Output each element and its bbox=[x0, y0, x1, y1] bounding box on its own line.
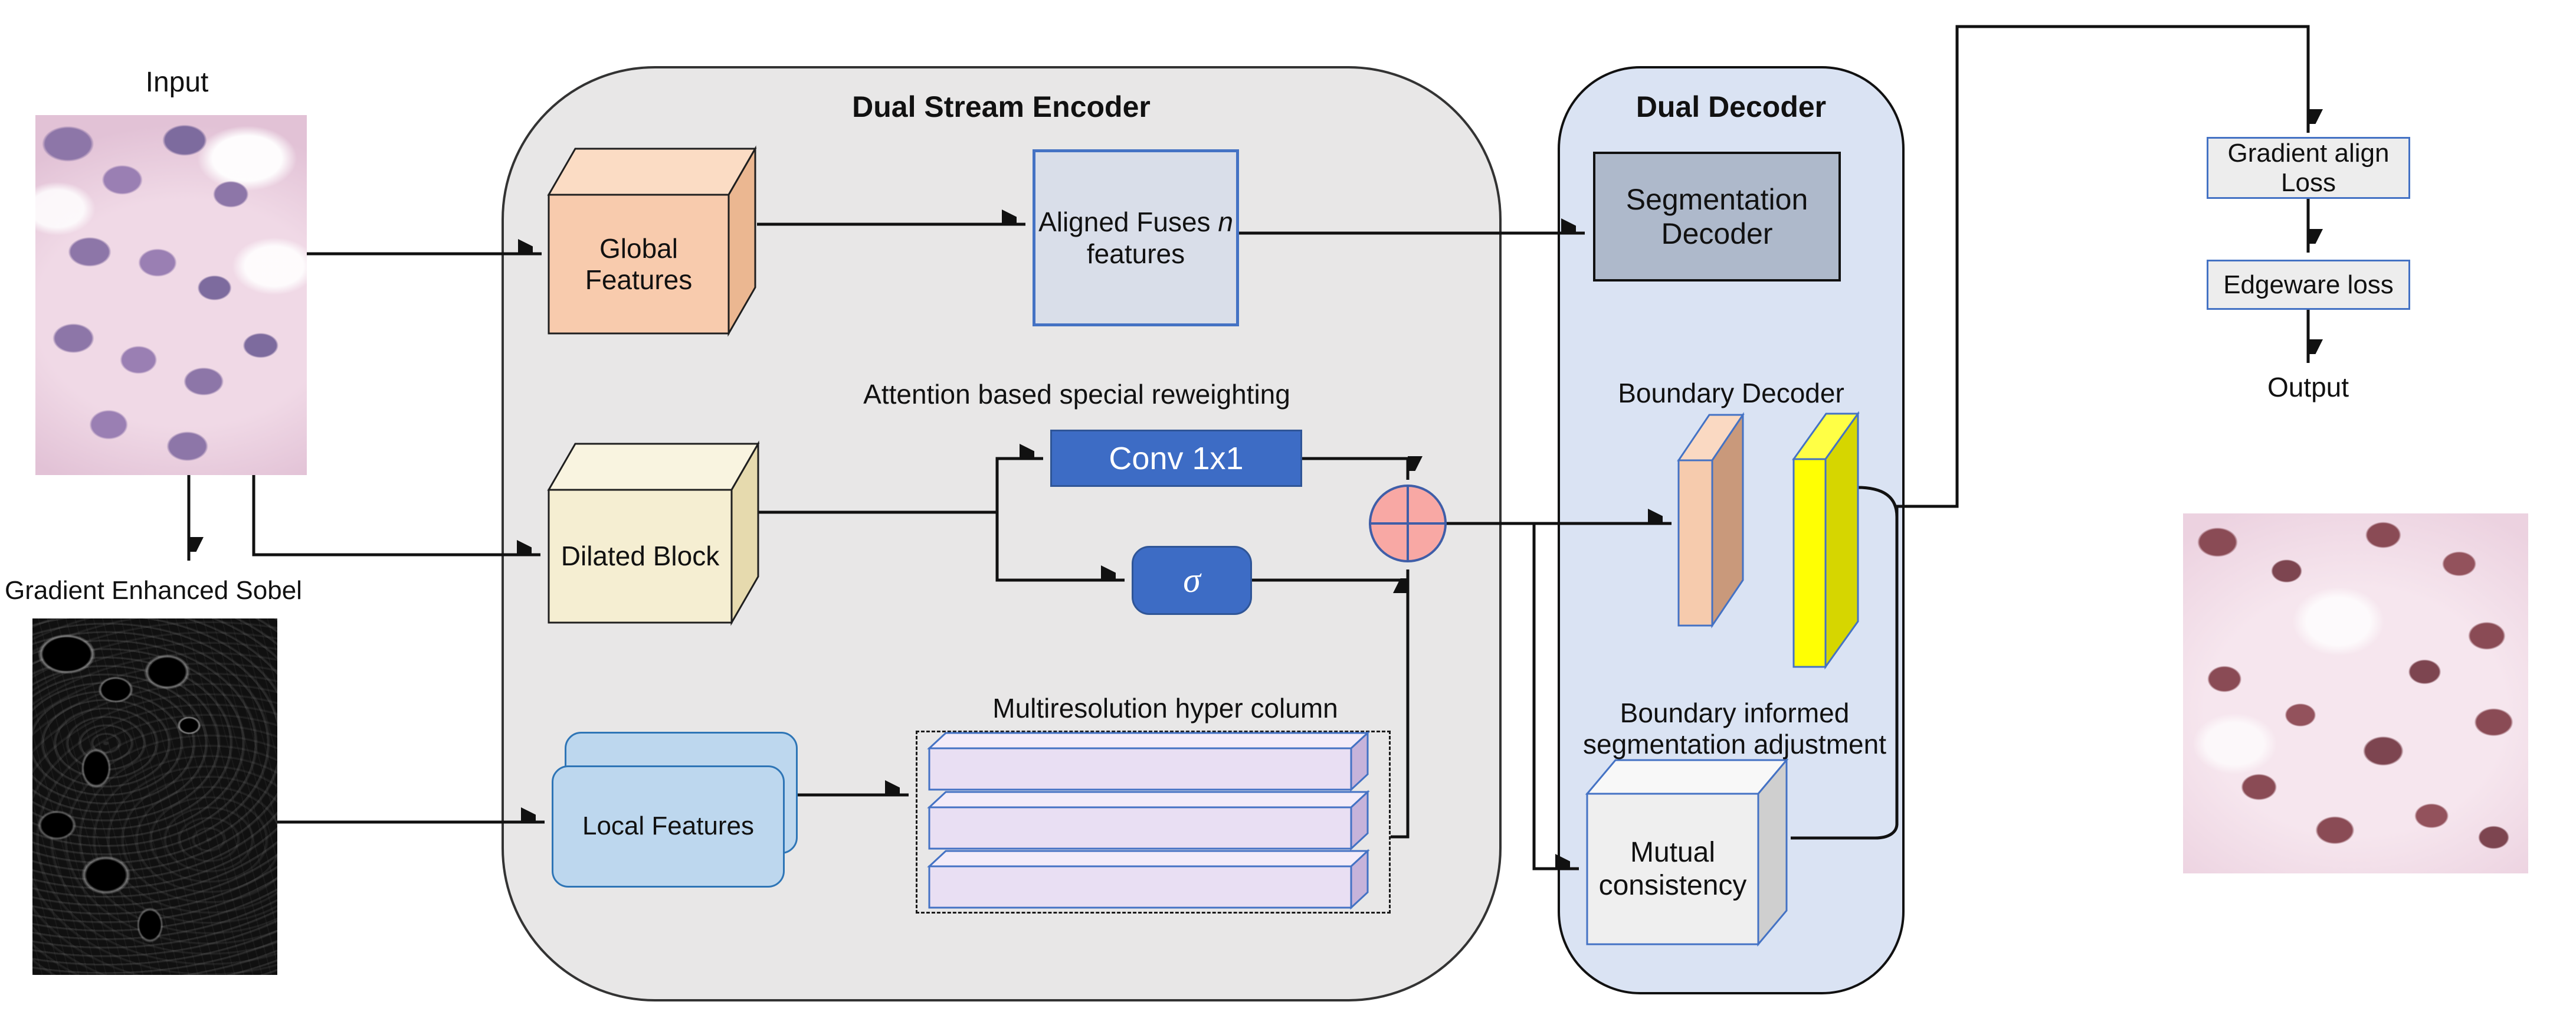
segmentation-decoder-box: Segmentation Decoder bbox=[1593, 152, 1841, 281]
connector-dilated-to-conv bbox=[758, 459, 1043, 514]
input-histology-image bbox=[35, 115, 307, 475]
sobel-label: Gradient Enhanced Sobel bbox=[5, 575, 302, 605]
gradient-enhanced-sobel-image bbox=[32, 618, 277, 975]
gradient-loss-line2: Loss bbox=[2281, 168, 2336, 197]
segmentation-line1: Segmentation bbox=[1625, 183, 1808, 216]
decoder-title: Dual Decoder bbox=[1636, 90, 1827, 123]
connector-mutual-to-bracket bbox=[1791, 823, 1899, 840]
boundary-feature-slab-yellow bbox=[1792, 411, 1860, 670]
global-features-block-3d bbox=[547, 145, 757, 337]
conv-1x1-box: Conv 1x1 bbox=[1050, 430, 1302, 487]
aligned-fuses-line2: features bbox=[1086, 238, 1185, 269]
aligned-fuses-text: Aligned Fuses bbox=[1038, 207, 1218, 237]
connector-boundary-to-bracket bbox=[1857, 486, 1899, 518]
connector-dilated-to-sigma bbox=[995, 512, 1125, 582]
add-operator-icon bbox=[1369, 485, 1447, 562]
multiresolution-caption: Multiresolution hyper column bbox=[992, 692, 1338, 724]
global-features-label: Global Features bbox=[585, 233, 693, 295]
aligned-fuses-line1: Aligned Fuses n bbox=[1038, 206, 1233, 238]
encoder-title: Dual Stream Encoder bbox=[852, 90, 1151, 123]
hypercolumn-bar bbox=[927, 849, 1370, 910]
connector-conv-to-plus bbox=[1302, 459, 1408, 480]
dilated-block-label: Dilated Block bbox=[561, 541, 720, 572]
boundary-informed-line1: Boundary informed bbox=[1620, 698, 1850, 729]
hypercolumn-dashed-box bbox=[916, 731, 1391, 914]
boundary-feature-slab-peach bbox=[1677, 412, 1745, 629]
connector-input-to-dilated-block bbox=[252, 475, 540, 557]
boundary-informed-caption: Boundary informed segmentation adjustmen… bbox=[1546, 696, 1923, 761]
hypercolumn-bar bbox=[927, 731, 1370, 792]
mutual-line2: consistency bbox=[1598, 869, 1747, 901]
output-label: Output bbox=[2267, 371, 2349, 402]
attention-caption: Attention based special reweighting bbox=[863, 378, 1290, 410]
connector-plus-to-mutual-consistency bbox=[1532, 523, 1579, 870]
mutual-line1: Mutual bbox=[1630, 837, 1716, 869]
mutual-consistency-block-3d bbox=[1585, 757, 1789, 947]
mutual-consistency-label: Mutual consistency bbox=[1587, 794, 1758, 944]
aligned-fuses-box: Aligned Fuses n features bbox=[1033, 149, 1239, 326]
dilated-block-3d bbox=[547, 440, 760, 626]
hypercolumn-bar bbox=[927, 790, 1370, 851]
edgeware-loss-box: Edgeware loss bbox=[2207, 260, 2410, 310]
boundary-decoder-caption: Boundary Decoder bbox=[1618, 377, 1844, 408]
boundary-informed-line2: segmentation adjustment bbox=[1583, 729, 1886, 760]
gradient-loss-line1: Gradient align bbox=[2227, 139, 2390, 168]
segmentation-line2: Decoder bbox=[1661, 217, 1773, 250]
local-features-card-front bbox=[552, 765, 785, 888]
gradient-align-loss-box: Gradient align Loss bbox=[2207, 137, 2410, 199]
connector-hypercolumn-to-plus bbox=[1391, 569, 1410, 839]
aligned-fuses-n: n bbox=[1218, 207, 1233, 237]
local-features-label: Local Features bbox=[582, 811, 755, 841]
input-label: Input bbox=[145, 67, 209, 99]
sigma-box: σ bbox=[1132, 546, 1252, 615]
connector-bracket-to-gradient-loss bbox=[1895, 25, 2308, 825]
output-histology-image bbox=[2183, 513, 2528, 873]
